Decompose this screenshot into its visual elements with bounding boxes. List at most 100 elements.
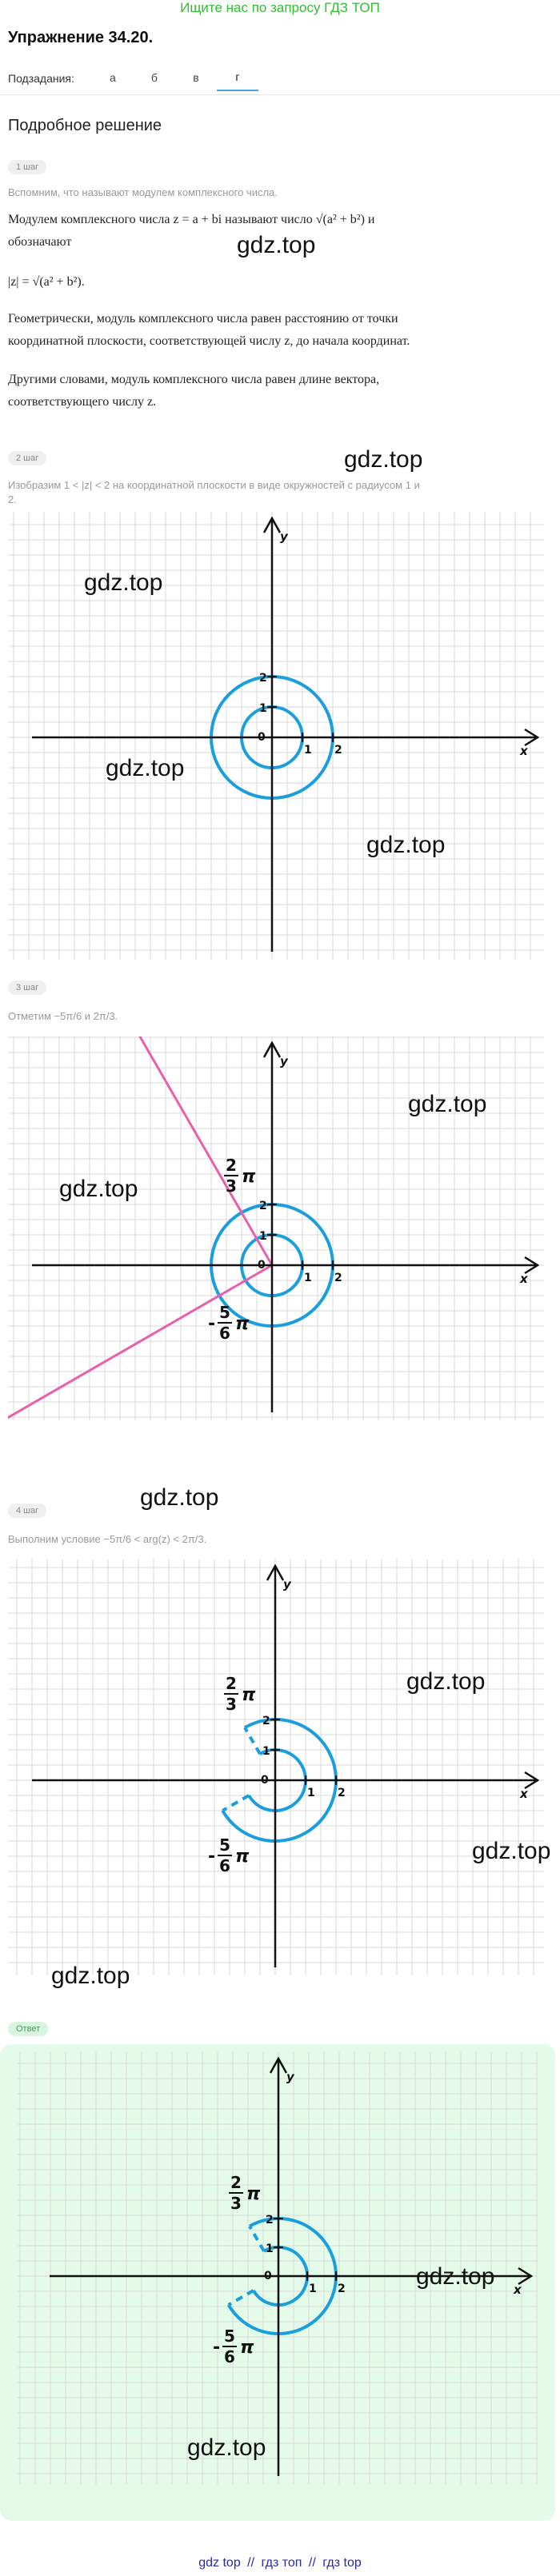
inner-arc: [247, 1748, 307, 1812]
y-label-1: 1: [259, 702, 267, 715]
subtask-tabs: Подзадания: а б в г: [8, 64, 258, 93]
outer-arc: [226, 2217, 338, 2335]
step-1-line-5: Геометрически, модуль комплексного числа…: [8, 312, 398, 325]
outer-arc: [221, 1718, 338, 1843]
y-axis-arrow: [266, 1564, 285, 1581]
angle-neg-pi: π: [235, 1314, 250, 1334]
angle-neg-denominator: 6: [219, 1324, 230, 1343]
footer-sep-1: //: [247, 2556, 255, 2570]
y-axis-arrow: [269, 2056, 288, 2074]
step-3-line-1: Отметим −5π/6 и 2π/3.: [8, 1010, 118, 1022]
y-label-2: 2: [259, 1200, 267, 1212]
watermark: gdz.top: [344, 446, 423, 473]
divider: [0, 94, 560, 95]
x-label-2: 2: [334, 1272, 342, 1284]
answer-pill: Ответ: [8, 2022, 49, 2036]
angle-pos-denominator: 3: [226, 1176, 237, 1196]
angle-pos-numerator: 2: [230, 2173, 242, 2192]
tab-b[interactable]: б: [150, 71, 158, 84]
step-1-pill: 1 шаг: [8, 160, 47, 174]
watermark: gdz.top: [406, 1668, 486, 1695]
boundary-ray-upper: [248, 2225, 266, 2252]
step-1-formula: |z| = √(a² + b²).: [8, 275, 85, 289]
x-label-2: 2: [338, 1787, 346, 1799]
angle-pos-numerator: 2: [226, 1674, 237, 1693]
x-axis-label: x: [519, 1787, 529, 1801]
y-axis-arrow: [262, 516, 282, 533]
angle-neg-pi: π: [235, 1847, 250, 1867]
angle-neg-minus: -: [208, 1847, 215, 1867]
x-axis-arrow: [524, 1771, 540, 1790]
angle-neg-denominator: 6: [224, 2347, 235, 2366]
x-axis-arrow: [524, 1256, 540, 1275]
page-title: Упражнение 34.20.: [8, 29, 154, 46]
origin-label: 0: [261, 1774, 269, 1787]
footer-link-2[interactable]: гдз топ: [261, 2556, 302, 2570]
section-title: Подробное решение: [8, 117, 162, 134]
origin-label: 0: [264, 2270, 272, 2282]
angle-neg-minus: -: [208, 1314, 215, 1334]
step-1-line-6: координатной плоскости, соответствующей …: [8, 334, 410, 348]
x-axis-arrow: [518, 2266, 534, 2286]
y-label-2: 2: [266, 2214, 274, 2227]
watermark: gdz.top: [59, 1176, 138, 1202]
angle-neg-pi: π: [240, 2338, 254, 2358]
watermark: gdz.top: [140, 1484, 219, 1511]
boundary-ray-lower: [222, 1794, 250, 1812]
y-label-1: 1: [266, 2243, 274, 2255]
angle-pos-pi: π: [242, 1685, 256, 1705]
angle-neg-minus: -: [213, 2338, 220, 2358]
footer-sep-2: //: [308, 2556, 316, 2570]
y-axis-label: y: [286, 2070, 295, 2084]
watermark: gdz.top: [366, 832, 446, 858]
x-axis-label: x: [513, 2282, 522, 2297]
x-label-1: 1: [307, 1787, 315, 1799]
step-2-line-2: 2.: [8, 493, 17, 505]
tab-a[interactable]: а: [110, 71, 116, 84]
origin-label: 0: [258, 1259, 266, 1272]
y-axis-label: y: [283, 1577, 292, 1592]
y-axis-label: y: [280, 1054, 289, 1068]
ray-lower: [0, 1264, 273, 1424]
search-banner[interactable]: Ищите нас по запросу ГДЗ ТОП: [180, 0, 380, 15]
x-label-2: 2: [334, 744, 342, 757]
footer-link-1[interactable]: gdz top: [198, 2556, 241, 2570]
watermark: gdz.top: [472, 1838, 551, 1864]
angle-neg-numerator: 5: [219, 1835, 230, 1855]
step-4-pill: 4 шаг: [8, 1504, 47, 1518]
step-1-line-2: Модулем комплексного числа z = a + bi на…: [8, 213, 375, 226]
step-2-line-1: Изобразим 1 < |z| < 2 на координатной пл…: [8, 479, 420, 491]
y-axis-label: y: [280, 529, 289, 544]
angle-pos-denominator: 3: [230, 2194, 242, 2213]
x-label-1: 1: [304, 1272, 312, 1284]
x-label-2: 2: [338, 2282, 346, 2295]
watermark: gdz.top: [237, 232, 316, 258]
footer-link-3[interactable]: гдз top: [322, 2556, 362, 2570]
step-4-line-1: Выполним условие −5π/6 < arg(z) < 2π/3.: [8, 1533, 207, 1545]
origin-label: 0: [258, 731, 266, 744]
y-label-1: 1: [262, 1745, 270, 1758]
x-axis-label: x: [519, 1272, 529, 1286]
angle-neg-numerator: 5: [224, 2326, 235, 2346]
angle-neg-numerator: 5: [219, 1303, 230, 1322]
tab-g[interactable]: г: [216, 66, 258, 91]
step-2-pill: 2 шаг: [8, 451, 47, 465]
angle-pos-denominator: 3: [226, 1695, 237, 1714]
inner-arc: [252, 2246, 309, 2306]
tab-v[interactable]: в: [193, 71, 199, 84]
subtasks-label: Подзадания:: [8, 72, 74, 85]
boundary-ray-lower: [227, 2289, 254, 2306]
y-label-2: 2: [259, 672, 267, 685]
angle-pos-numerator: 2: [226, 1156, 237, 1175]
watermark: gdz.top: [84, 569, 163, 596]
x-label-1: 1: [304, 744, 312, 757]
angle-pos-pi: π: [246, 2184, 261, 2204]
